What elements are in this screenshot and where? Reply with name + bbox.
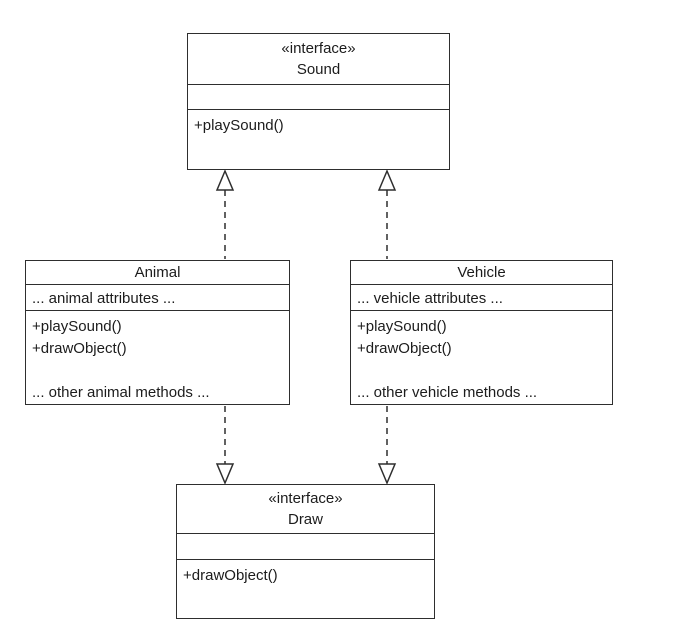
methods-section-sound: +playSound()	[188, 109, 449, 169]
method-entry: +drawObject()	[357, 340, 452, 357]
class-header-draw: «interface» Draw	[177, 485, 434, 533]
class-box-sound: «interface» Sound +playSound()	[187, 33, 450, 170]
stereotype-label: «interface»	[268, 490, 343, 507]
class-name-animal: Animal	[134, 263, 181, 281]
class-box-animal: Animal ... animal attributes ... +playSo…	[25, 260, 290, 405]
hollow-triangle-arrowhead-icon	[377, 169, 397, 191]
methods-section-animal: +playSound() +drawObject() ... other ani…	[26, 310, 289, 404]
realization-animal-draw	[215, 406, 235, 485]
realization-vehicle-draw	[377, 406, 397, 485]
attributes-section-sound	[188, 84, 449, 109]
class-header-vehicle: Vehicle	[351, 261, 612, 284]
hollow-triangle-arrowhead-icon	[215, 463, 235, 485]
hollow-triangle-arrowhead-icon	[377, 463, 397, 485]
attributes-section-animal: ... animal attributes ...	[26, 283, 289, 310]
attributes-section-vehicle: ... vehicle attributes ...	[351, 283, 612, 310]
class-box-vehicle: Vehicle ... vehicle attributes ... +play…	[350, 260, 613, 405]
method-entry-blank	[357, 360, 606, 382]
method-entry: +playSound()	[32, 318, 122, 335]
attribute-entry: ... vehicle attributes ...	[357, 289, 503, 307]
method-entry: +playSound()	[194, 117, 284, 134]
methods-section-draw: +drawObject()	[177, 559, 434, 618]
class-name-vehicle: Vehicle	[457, 263, 506, 281]
stereotype-label: «interface»	[281, 40, 356, 57]
hollow-triangle-arrowhead-icon	[215, 169, 235, 191]
method-entry-blank	[32, 360, 283, 382]
realization-animal-sound	[215, 169, 235, 259]
realization-vehicle-sound	[377, 169, 397, 259]
method-entry: +playSound()	[357, 318, 447, 335]
class-header-animal: Animal	[26, 261, 289, 284]
class-name-draw: Draw	[287, 511, 323, 528]
class-header-sound: «interface» Sound	[188, 34, 449, 84]
attributes-section-draw	[177, 533, 434, 559]
method-entry: +drawObject()	[183, 567, 278, 584]
attribute-entry: ... animal attributes ...	[32, 289, 176, 307]
methods-section-vehicle: +playSound() +drawObject() ... other veh…	[351, 310, 612, 404]
method-entry: ... other vehicle methods ...	[357, 384, 538, 401]
class-box-draw: «interface» Draw +drawObject()	[176, 484, 435, 619]
method-entry: ... other animal methods ...	[32, 384, 210, 401]
method-entry: +drawObject()	[32, 340, 127, 357]
class-name-sound: Sound	[296, 61, 341, 78]
